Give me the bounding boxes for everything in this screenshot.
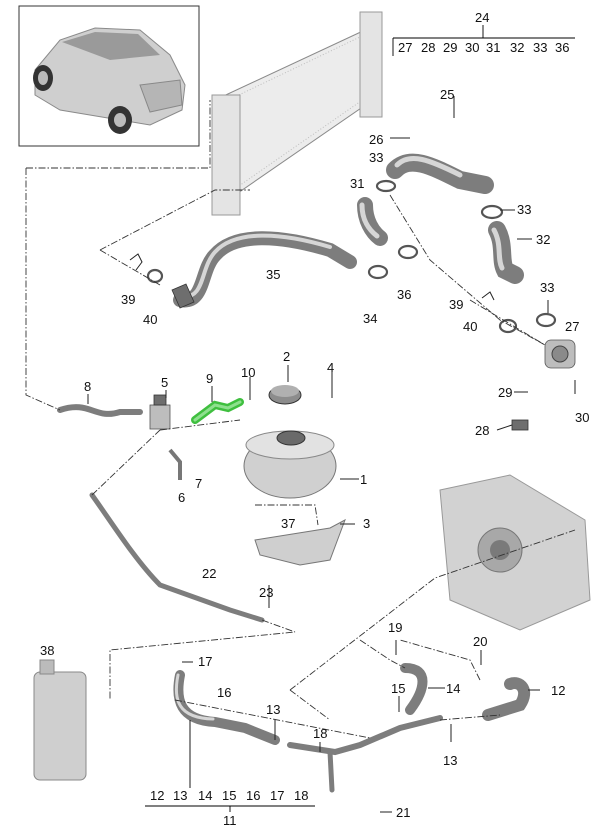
hose-16 [173,670,280,745]
group-11-item: 16 [246,788,260,803]
label-24: 24 [475,10,489,25]
leader-lines [25,100,576,739]
group-11-item: 14 [198,788,212,803]
label-32: 32 [536,232,550,247]
hose-35 [171,231,357,309]
group-11-list: 12 13 14 15 16 17 18 [150,788,308,803]
sensor-28 [511,419,529,431]
label-39a: 39 [121,292,135,307]
coolant-bottle-38 [33,659,87,781]
label-23: 23 [259,585,273,600]
label-26: 26 [369,132,383,147]
label-33c: 33 [540,280,554,295]
group-11-item: 12 [150,788,164,803]
label-37: 37 [281,516,295,531]
group-24-item: 32 [510,40,524,55]
label-22: 22 [202,566,216,581]
label-34: 34 [363,311,377,326]
label-3: 3 [363,516,370,531]
label-5: 5 [161,375,168,390]
label-35: 35 [266,267,280,282]
label-30: 30 [575,410,589,425]
label-29: 29 [498,385,512,400]
vehicle-thumbnail [18,5,200,147]
label-33b: 33 [517,202,531,217]
group-bracket-11 [145,720,315,812]
label-25: 25 [440,87,454,102]
label-16: 16 [217,685,231,700]
label-11: 11 [223,813,237,828]
label-4: 4 [327,360,334,375]
group-24-item: 36 [555,40,569,55]
label-9: 9 [206,371,213,386]
group-24-list: 27 28 29 30 31 32 33 36 [398,40,569,55]
cap-2 [268,385,302,405]
hose-9-highlighted [191,398,244,424]
label-31: 31 [350,176,364,191]
group-11-item: 13 [173,788,187,803]
hose-32 [488,221,524,284]
group-24-item: 33 [533,40,547,55]
label-1: 1 [360,472,367,487]
group-24-item: 29 [443,40,457,55]
label-21: 21 [396,805,410,820]
label-17: 17 [198,654,212,669]
label-14: 14 [446,681,460,696]
bracket-6 [168,448,182,480]
pipe-24 [386,153,494,194]
label-40a: 40 [143,312,157,327]
label-10: 10 [241,365,255,380]
label-33a: 33 [369,150,383,165]
expansion-tank-1 [243,430,337,499]
part-labels: 24 25 26 33 31 33 32 35 36 33 39 40 34 3… [40,10,589,828]
label-27: 27 [565,319,579,334]
label-20: 20 [473,634,487,649]
label-19: 19 [388,620,402,635]
valve-5 [149,394,171,430]
label-15: 15 [391,681,405,696]
label-18: 18 [313,726,327,741]
engine-block [439,474,591,631]
group-24-item: 28 [421,40,435,55]
group-11-item: 18 [294,788,308,803]
group-24-item: 31 [486,40,500,55]
radiator [211,11,383,216]
label-2: 2 [283,349,290,364]
thermostat-housing-27 [544,339,576,369]
pipe-22 [89,492,265,623]
hose-14 [400,663,428,715]
callout-lines [87,96,576,813]
label-12: 12 [551,683,565,698]
label-7: 7 [195,476,202,491]
label-40b: 40 [463,319,477,334]
group-11-item: 17 [270,788,284,803]
group-11-item: 15 [222,788,236,803]
hose-31 [357,197,388,246]
hose-12 [482,677,531,721]
label-8: 8 [84,379,91,394]
label-6: 6 [178,490,185,505]
group-24-item: 30 [465,40,479,55]
group-24-item: 27 [398,40,412,55]
label-13b: 13 [443,753,457,768]
label-28: 28 [475,423,489,438]
label-36: 36 [397,287,411,302]
label-38: 38 [40,643,54,658]
label-39b: 39 [449,297,463,312]
bracket-3 [254,518,346,566]
hose-8 [57,404,143,417]
group-bracket-24 [392,25,575,56]
clamp-rings [129,179,557,334]
label-13a: 13 [266,702,280,717]
